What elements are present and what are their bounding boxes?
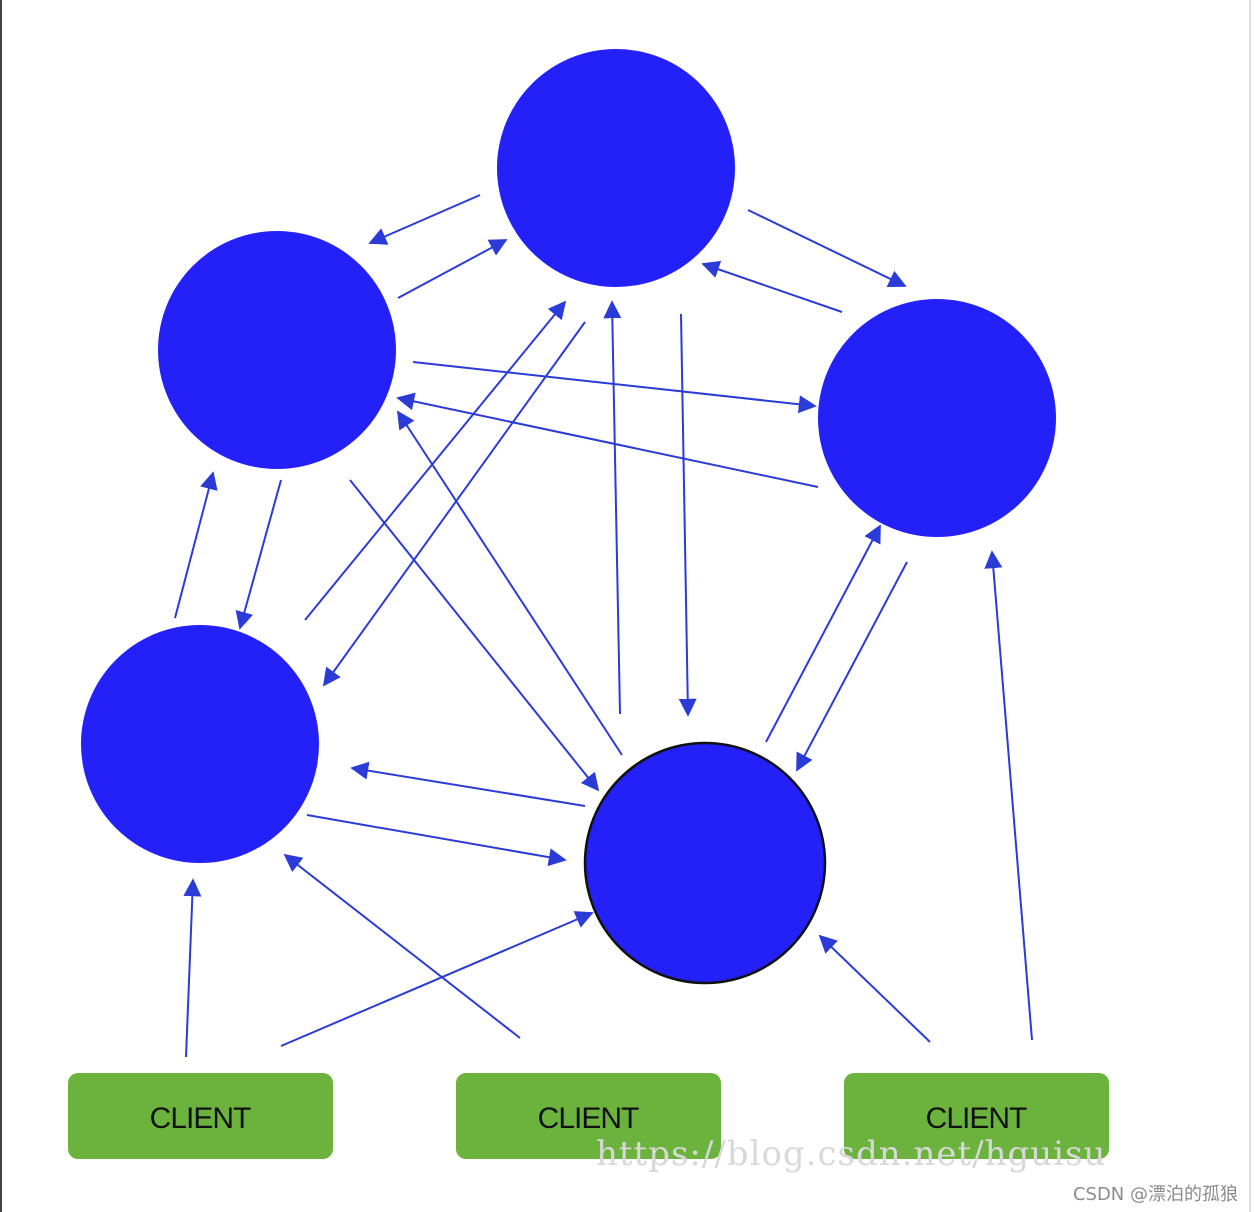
edge-top-to-lower-left bbox=[322, 321, 586, 687]
edge-right-to-center bbox=[796, 561, 908, 772]
edge-lower-left-to-center bbox=[306, 814, 567, 867]
edge-center-to-top bbox=[603, 300, 622, 715]
edge-right-to-upper-left bbox=[396, 392, 819, 488]
client-box-2: CLIENT bbox=[456, 1073, 721, 1159]
edge-client3-to-right bbox=[984, 550, 1033, 1041]
edge-top-to-upper-left bbox=[368, 194, 481, 245]
edge-group bbox=[174, 194, 1033, 1058]
edge-center-to-lower-left bbox=[350, 761, 586, 807]
node-right bbox=[818, 299, 1056, 537]
edge-client2-to-lower-left bbox=[283, 853, 521, 1039]
watermark-credit: CSDN @漂泊的孤狼 bbox=[1073, 1184, 1238, 1205]
edge-client3-to-center bbox=[818, 934, 931, 1043]
client-group: CLIENT CLIENT CLIENT bbox=[68, 1073, 1109, 1159]
node-top bbox=[497, 49, 735, 287]
edge-lower-left-to-top bbox=[304, 300, 567, 621]
edge-client1-to-center bbox=[280, 911, 594, 1047]
node-upper-left bbox=[158, 231, 396, 469]
edge-lower-left-to-upper-left bbox=[174, 471, 218, 619]
client-box-3: CLIENT bbox=[844, 1073, 1109, 1159]
edge-upper-left-to-center bbox=[349, 479, 600, 792]
edge-upper-left-to-lower-left bbox=[235, 479, 282, 630]
client-label-1: CLIENT bbox=[150, 1102, 251, 1135]
edge-center-to-upper-left bbox=[397, 410, 623, 756]
client-label-2: CLIENT bbox=[538, 1102, 639, 1135]
node-center bbox=[583, 741, 827, 985]
node-lower-left bbox=[81, 625, 319, 863]
edge-top-to-center bbox=[678, 313, 697, 717]
edge-upper-left-to-top bbox=[397, 239, 508, 299]
edge-center-to-right bbox=[765, 524, 881, 743]
edge-right-to-top bbox=[701, 260, 843, 313]
client-box-1: CLIENT bbox=[68, 1073, 333, 1159]
edge-client1-to-lower-left bbox=[183, 878, 202, 1058]
client-label-3: CLIENT bbox=[926, 1102, 1027, 1135]
node-group bbox=[81, 49, 1056, 985]
watermark-url: https://blog.csdn.net/hguisu bbox=[596, 1134, 1106, 1174]
edge-top-to-right bbox=[747, 209, 907, 288]
